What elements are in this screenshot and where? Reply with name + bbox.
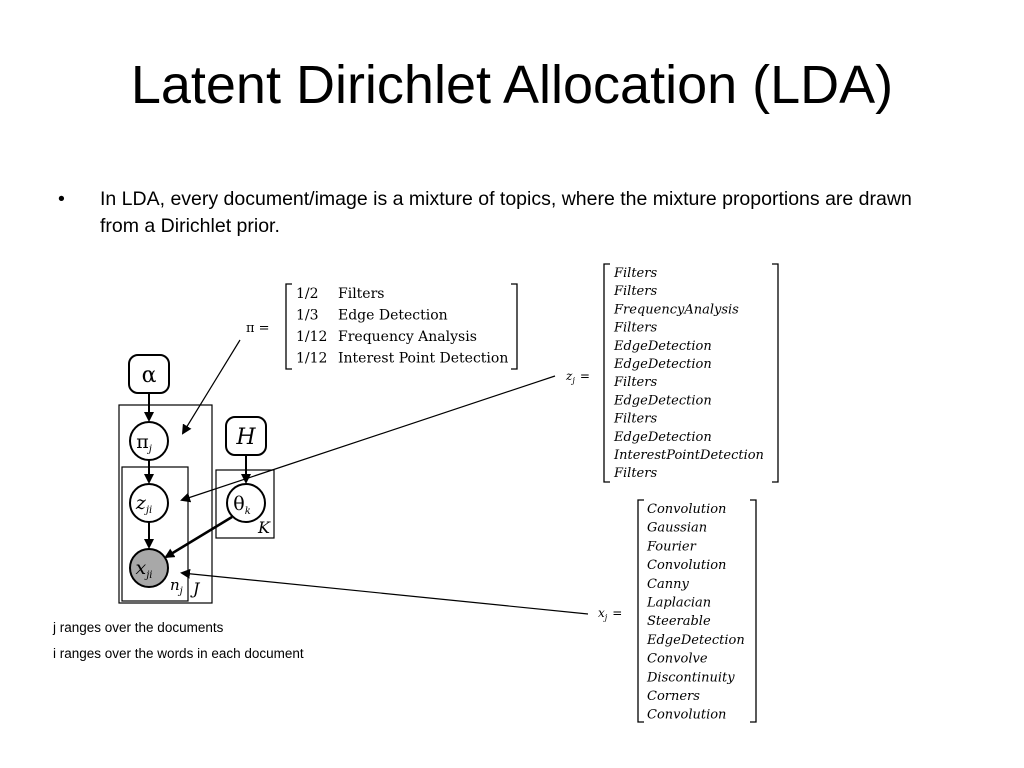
pi-fraction: 1/12 xyxy=(296,351,327,367)
pointer-x-vector xyxy=(180,568,589,615)
pi-topic: Frequency Analysis xyxy=(338,329,477,345)
pi-matrix-left-bracket xyxy=(285,283,292,370)
plate-nj-label: nj xyxy=(170,576,183,597)
x-vector-item: Steerable xyxy=(647,614,711,629)
x-vector-item: Fourier xyxy=(646,539,697,554)
x-vector-item: Convolve xyxy=(647,652,708,667)
bullet-text: In LDA, every document/image is a mixtur… xyxy=(100,188,912,237)
z-vector-item: Filters xyxy=(613,412,657,427)
z-vector-item: EdgeDetection xyxy=(613,430,712,445)
z-vector-item: Filters xyxy=(613,284,657,299)
x-vector-left-bracket xyxy=(637,499,644,723)
alpha-symbol: α xyxy=(142,363,157,388)
edge-theta-x xyxy=(164,515,233,559)
z-vector-label: zj= xyxy=(565,369,590,385)
i-range-note: i ranges over the words in each document xyxy=(53,646,304,661)
x-vector-items: ConvolutionGaussianFourierConvolutionCan… xyxy=(646,502,745,723)
x-vector-item: Discontinuity xyxy=(646,670,735,685)
x-vector-item: Convolution xyxy=(647,502,726,517)
pointer-pi-matrix xyxy=(181,339,241,435)
z-vector-item: EdgeDetection xyxy=(613,393,712,408)
pointer-z-vector xyxy=(180,375,556,503)
bullet-marker: • xyxy=(58,188,65,210)
H-symbol: H xyxy=(235,425,256,450)
x-vector-right-bracket xyxy=(750,499,757,723)
pi-fraction: 1/3 xyxy=(296,308,319,324)
z-vector-item: EdgeDetection xyxy=(613,357,712,372)
x-vector-item: EdgeDetection xyxy=(646,633,745,648)
z-vector-item: EdgeDetection xyxy=(613,339,712,354)
z-vector-item: Filters xyxy=(613,375,657,390)
x-vector-item: Laplacian xyxy=(646,596,711,611)
x-vector-item: Gaussian xyxy=(647,521,707,536)
x-vector-item: Convolution xyxy=(647,708,726,723)
z-vector-items: FiltersFiltersFrequencyAnalysisFiltersEd… xyxy=(613,266,764,481)
z-vector-right-bracket xyxy=(772,263,779,483)
pi-symbol: πj xyxy=(136,431,152,455)
pi-fraction: 1/12 xyxy=(296,329,327,345)
j-range-note: j ranges over the documents xyxy=(53,620,224,635)
z-vector-item: InterestPointDetection xyxy=(613,448,764,463)
z-vector-item: Filters xyxy=(613,466,657,481)
pi-matrix-label: π = xyxy=(246,321,270,336)
x-vector-item: Corners xyxy=(647,689,700,704)
plate-J-label: J xyxy=(190,579,201,598)
z-vector-left-bracket xyxy=(603,263,610,483)
pi-topic: Edge Detection xyxy=(338,308,448,324)
plate-nj xyxy=(121,466,189,602)
pi-topic: Interest Point Detection xyxy=(338,351,508,367)
x-vector-item: Canny xyxy=(647,577,689,592)
theta-symbol: θk xyxy=(233,493,251,517)
z-symbol: zji xyxy=(135,492,152,516)
z-vector-item: Filters xyxy=(613,321,657,336)
plate-J xyxy=(118,404,213,604)
z-vector-item: FrequencyAnalysis xyxy=(613,302,739,317)
page-title: Latent Dirichlet Allocation (LDA) xyxy=(130,55,894,115)
x-vector-item: Convolution xyxy=(647,558,726,573)
plate-K-label: K xyxy=(257,518,271,537)
pi-topic: Filters xyxy=(338,286,384,302)
theta-node xyxy=(226,483,266,523)
x-node xyxy=(129,548,169,588)
pi-fraction: 1/2 xyxy=(296,286,319,302)
x-vector-label: xj= xyxy=(598,606,622,622)
z-vector-item: Filters xyxy=(613,266,657,281)
pi-matrix-right-bracket xyxy=(511,283,518,370)
pi-matrix-rows: 1/2 Filters 1/3 Edge Detection 1/12 Frequency… xyxy=(296,286,508,367)
x-symbol: xji xyxy=(135,557,152,581)
